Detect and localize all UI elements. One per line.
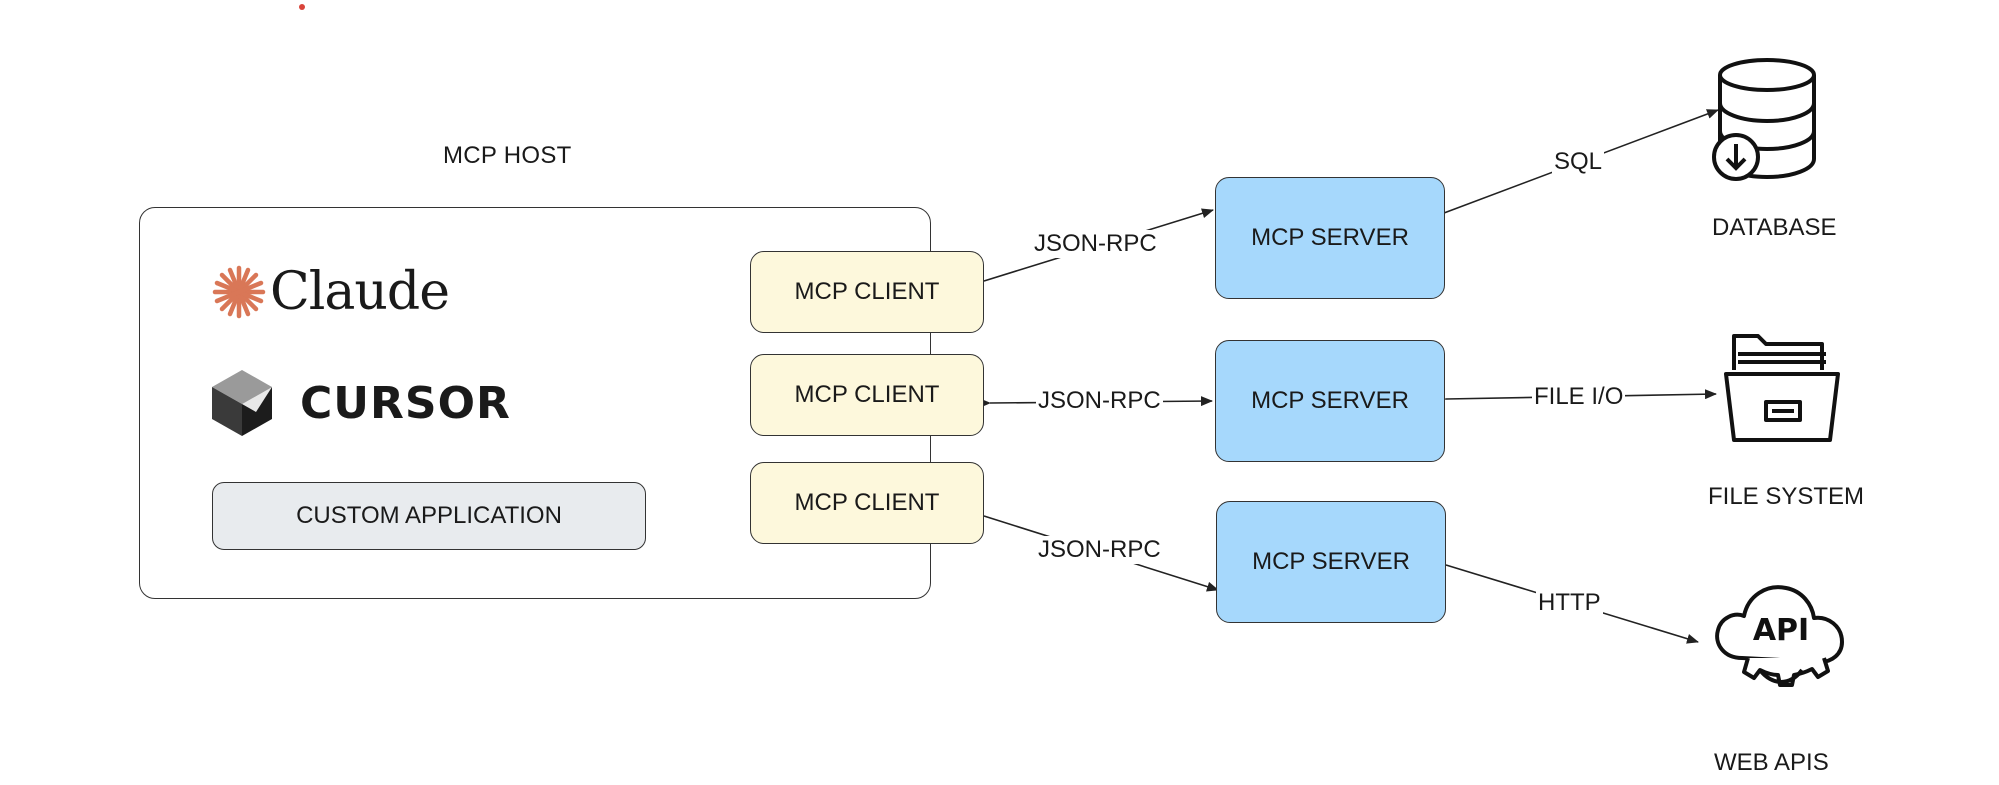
mcp-client-1: MCP CLIENT [750,251,984,333]
mcp-server-2: MCP SERVER [1215,340,1445,462]
mcp-server-3: MCP SERVER [1216,501,1446,623]
cursor-cube-icon [212,370,272,436]
json-rpc-label-3: JSON-RPC [1036,536,1163,564]
json-rpc-label-1: JSON-RPC [1032,230,1159,258]
database-label: DATABASE [1712,214,1837,241]
claude-wordmark: Claude [270,262,450,322]
api-icon-text: API [1753,613,1809,648]
custom-application-box: CUSTOM APPLICATION [212,482,646,550]
custom-application-label: CUSTOM APPLICATION [296,502,562,529]
mcp-client-2: MCP CLIENT [750,354,984,436]
client-label: MCP CLIENT [794,278,940,305]
mcp-client-3: MCP CLIENT [750,462,984,544]
cursor-logo: CURSOR [210,368,511,438]
server-label: MCP SERVER [1251,224,1409,251]
file-system-label: FILE SYSTEM [1708,483,1865,510]
server-label: MCP SERVER [1252,548,1410,575]
json-rpc-label-2: JSON-RPC [1036,387,1163,415]
claude-logo: Claude [212,262,450,322]
http-label: HTTP [1536,589,1603,617]
client-label: MCP CLIENT [794,489,940,516]
file-io-label: FILE I/O [1532,383,1626,411]
cursor-wordmark: CURSOR [300,377,511,429]
server-label: MCP SERVER [1251,387,1409,414]
web-apis-label: WEB APIS [1714,749,1829,776]
client-label: MCP CLIENT [794,381,940,408]
sql-label: SQL [1552,148,1605,176]
red-dot [299,4,305,10]
claude-starburst-icon [212,265,266,319]
mcp-server-1: MCP SERVER [1215,177,1445,299]
host-title: MCP HOST [443,142,572,169]
file-cabinet-icon [1724,334,1840,442]
api-cloud-gear-icon: API [1715,585,1844,687]
database-icon [1712,58,1816,181]
